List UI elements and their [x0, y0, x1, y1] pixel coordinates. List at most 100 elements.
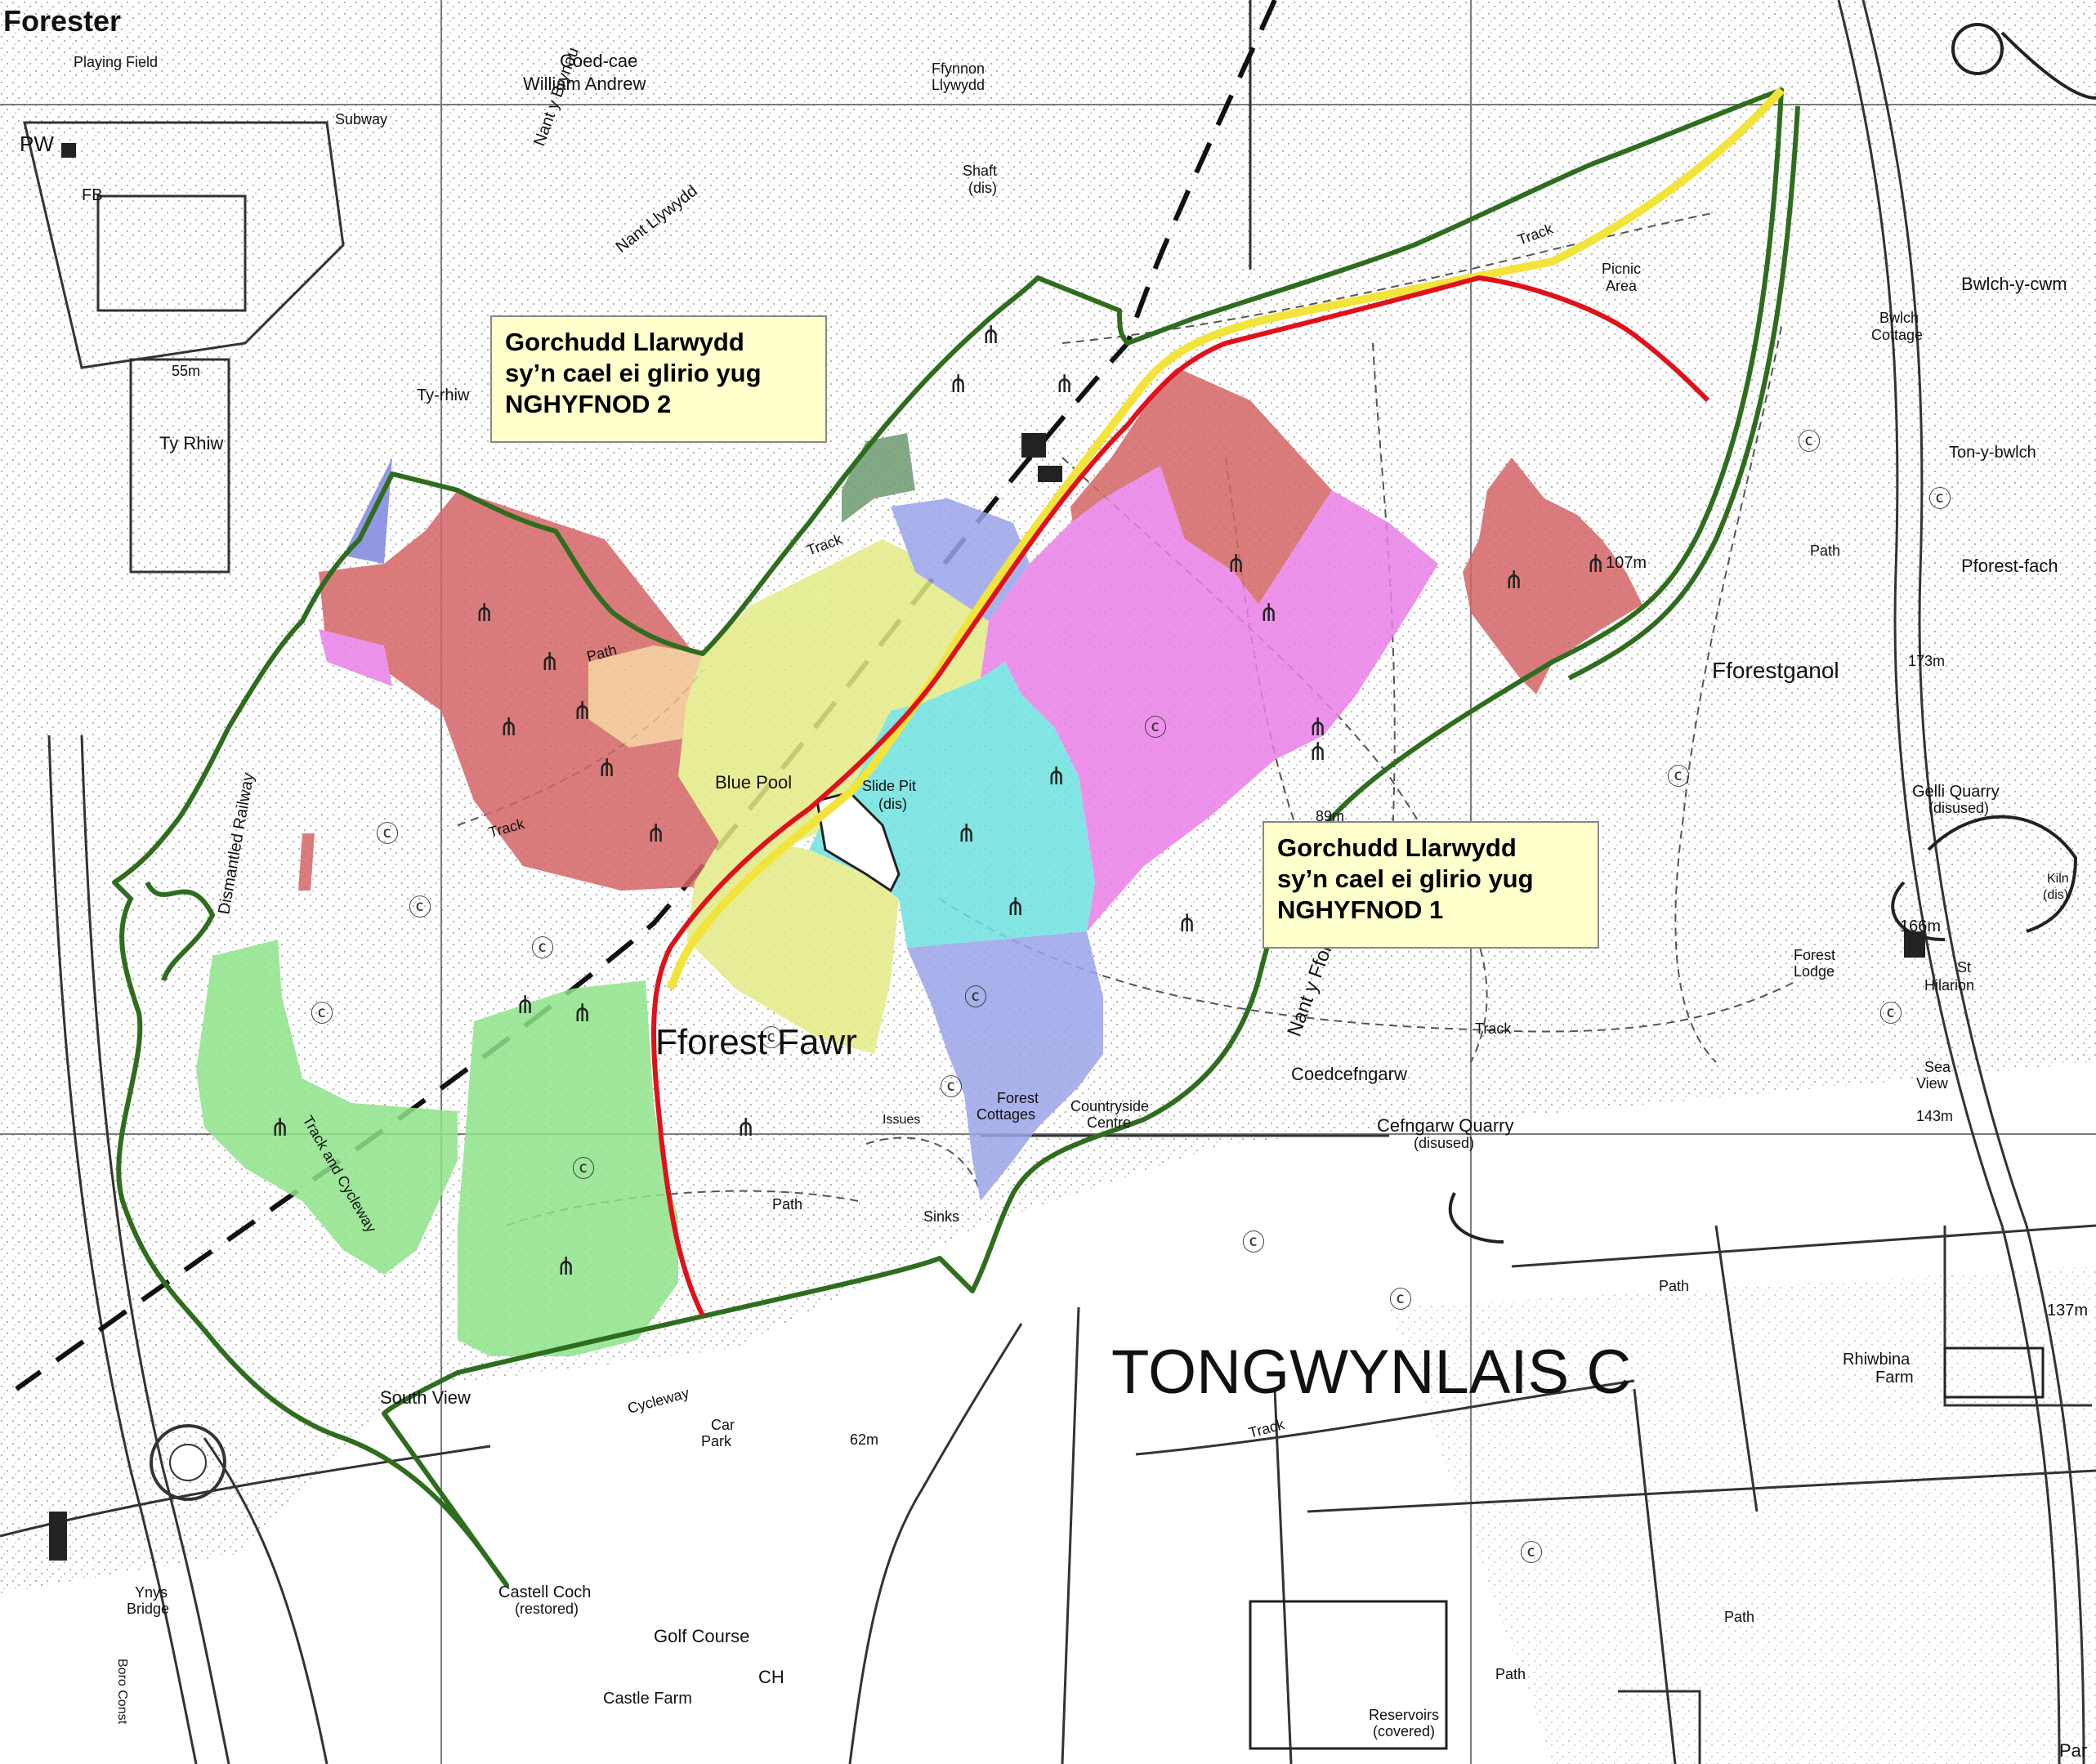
red-route	[651, 275, 1710, 1317]
label-ynys-bridge-1: Ynys	[135, 1584, 168, 1601]
label-st-hilarion-1: St	[1957, 959, 1971, 976]
label-castell-coch-1: Castell Coch	[498, 1583, 591, 1601]
svg-text:⋔: ⋔	[539, 648, 560, 677]
svg-text:⋔: ⋔	[646, 819, 666, 848]
svg-text:ⓒ: ⓒ	[1242, 1229, 1265, 1256]
label-path-5: Path	[1495, 1666, 1526, 1682]
label-countryside-2: Centre	[1087, 1114, 1131, 1131]
label-bwlch-cottage-1: Bwlch	[1879, 310, 1919, 326]
phase-area-pink-small	[298, 833, 315, 891]
svg-text:⋔: ⋔	[1177, 909, 1197, 938]
label-pw: PW	[20, 132, 54, 156]
label-reservoirs-2: (covered)	[1373, 1723, 1435, 1739]
label-cycleway: Cycleway	[626, 1385, 691, 1417]
svg-text:ⓒ: ⓒ	[1928, 485, 1951, 512]
label-coed-cae-2: William Andrew	[523, 74, 646, 94]
svg-text:ⓒ: ⓒ	[409, 894, 431, 921]
svg-text:ⓒ: ⓒ	[1879, 1000, 1902, 1027]
label-subway: Subway	[335, 111, 387, 127]
label-countryside-1: Countryside	[1070, 1098, 1149, 1114]
label-tongwynlais: TONGWYNLAIS C	[1111, 1338, 1631, 1407]
svg-text:ⓒ: ⓒ	[1389, 1286, 1412, 1313]
svg-text:⋔: ⋔	[956, 819, 976, 848]
slide-pit	[816, 791, 901, 893]
label-forester: Forester	[3, 4, 121, 38]
callout-phase-1-line2: sy’n cael ei glirio yug	[1277, 864, 1534, 893]
label-sea-view-1: Sea	[1924, 1059, 1951, 1075]
callout-phase-1-line1: Gorchudd Llarwydd	[1277, 833, 1517, 862]
label-137m: 137m	[2047, 1302, 2088, 1320]
label-143m: 143m	[1916, 1108, 1953, 1124]
label-fb: FB	[82, 186, 103, 204]
svg-text:⋔: ⋔	[474, 599, 494, 627]
label-reservoirs-1: Reservoirs	[1369, 1707, 1439, 1723]
roundabout	[150, 1424, 226, 1501]
label-shaft-1: Shaft	[963, 163, 997, 179]
label-pforest-fach: Pforest-fach	[1961, 556, 2058, 576]
svg-text:ⓒ: ⓒ	[376, 820, 399, 847]
label-path-2: Path	[1810, 543, 1840, 559]
callout-phase-2-line1: Gorchudd Llarwydd	[505, 328, 744, 356]
callout-phase-1-line3: NGHYFNOD 1	[1277, 895, 1444, 924]
callout-phase-1: Gorchudd Llarwydd sy’n cael ei glirio yu…	[1263, 821, 1599, 949]
svg-text:ⓒ: ⓒ	[760, 1025, 783, 1052]
svg-text:⋔: ⋔	[1504, 566, 1524, 595]
label-rhiwbina-farm-2: Farm	[1875, 1369, 1914, 1387]
label-cefngarw-quarry-2: (disused)	[1414, 1135, 1474, 1151]
svg-text:ⓒ: ⓒ	[311, 1000, 333, 1027]
svg-text:⋔: ⋔	[498, 713, 519, 742]
label-forest-cottages-2: Cottages	[976, 1106, 1035, 1123]
label-ffynnon-2: Llywydd	[932, 77, 985, 93]
svg-text:⋔: ⋔	[1054, 370, 1075, 399]
phase-area-green-main	[458, 980, 678, 1356]
label-ch: CH	[758, 1667, 784, 1687]
label-kiln-1: Kiln	[2047, 872, 2069, 886]
label-golf-course: Golf Course	[654, 1626, 749, 1646]
label-62m: 62m	[850, 1431, 878, 1448]
svg-text:⋔: ⋔	[1307, 738, 1328, 766]
phase-area-red-west	[319, 490, 719, 891]
svg-text:ⓒ: ⓒ	[1667, 763, 1690, 790]
svg-text:⋔: ⋔	[515, 991, 535, 1020]
label-forest-cottages-1: Forest	[997, 1090, 1039, 1106]
callout-phase-2-line2: sy’n cael ei glirio yug	[505, 359, 762, 387]
label-slide-pit-2: (dis)	[878, 796, 907, 812]
label-forest-lodge-1: Forest	[1794, 947, 1835, 963]
svg-text:⋔: ⋔	[1258, 599, 1279, 627]
label-castle-farm: Castle Farm	[603, 1690, 692, 1708]
svg-text:⋔: ⋔	[572, 999, 592, 1028]
label-car-park-1: Car	[711, 1417, 735, 1433]
svg-text:⋔: ⋔	[1307, 713, 1328, 742]
svg-text:⋔: ⋔	[735, 1114, 756, 1142]
svg-text:ⓒ: ⓒ	[940, 1074, 963, 1101]
buildings	[49, 143, 2045, 1750]
label-ty-rhiw: Ty-rhiw	[417, 386, 470, 404]
svg-text:ⓒ: ⓒ	[572, 1155, 595, 1182]
label-picnic-2: Area	[1606, 278, 1638, 294]
label-rhiwbina-farm-1: Rhiwbina	[1843, 1351, 1911, 1369]
felling-areas	[196, 368, 1642, 1356]
label-st-hilarion-2: Hilarion	[1924, 977, 1974, 994]
quarry-hachure	[1448, 23, 2096, 1244]
label-car-park-2: Park	[701, 1433, 732, 1449]
phase-area-green-west	[196, 940, 458, 1275]
svg-text:⋔: ⋔	[1585, 550, 1606, 578]
callout-phase-2-line3: NGHYFNOD 2	[505, 390, 672, 418]
label-coed-cae-1: Coed-cae	[560, 51, 637, 71]
phase-area-yellow-south	[686, 842, 899, 1054]
label-ty-rhiw-estate: Ty Rhiw	[159, 433, 223, 453]
svg-text:ⓒ: ⓒ	[1520, 1539, 1543, 1566]
label-107m: 107m	[1606, 554, 1647, 572]
tree-symbols: ⋔⋔⋔ ⋔⋔⋔ ⋔⋔⋔ ⋔⋔⋔ ⋔⋔⋔ ⋔⋔⋔ ⋔⋔⋔ ⋔⋔⋔	[270, 321, 1606, 1281]
label-bwlch-cottage-2: Cottage	[1871, 327, 1923, 343]
label-shaft-2: (dis)	[968, 180, 997, 196]
svg-text:ⓒ: ⓒ	[531, 935, 554, 962]
label-fforest-fawr: Fforest Fawr	[655, 1022, 857, 1062]
svg-text:⋔: ⋔	[572, 697, 592, 726]
label-picnic-1: Picnic	[1602, 261, 1641, 277]
phase-area-yellow-north	[678, 539, 989, 858]
phase-area-magenta-main	[981, 466, 1438, 931]
label-blue-pool: Blue Pool	[715, 772, 792, 793]
